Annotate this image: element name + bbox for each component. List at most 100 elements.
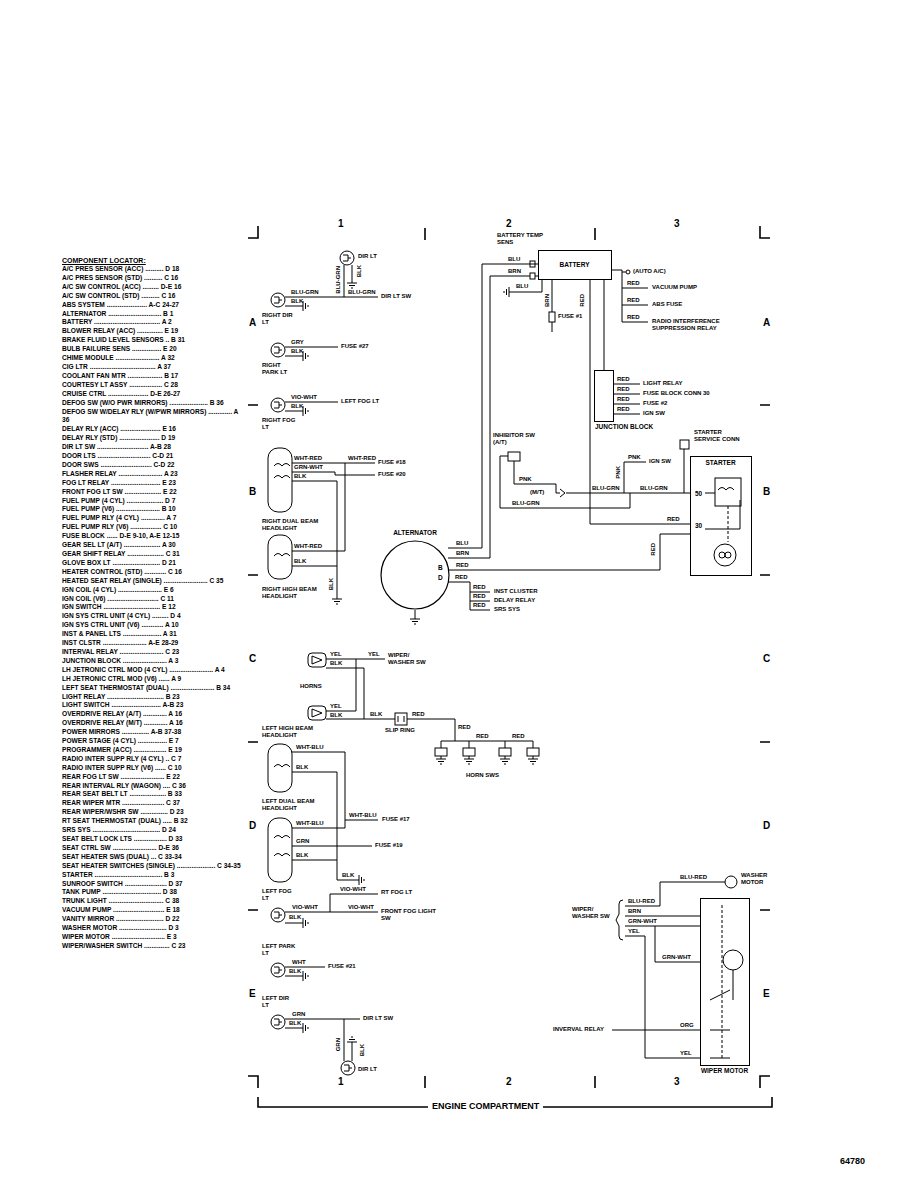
- wire-label: FUSE #27: [341, 343, 369, 350]
- wire-label: ORG: [680, 1022, 694, 1029]
- wire-label: BLU-GRN: [291, 289, 319, 296]
- locator-entry: SEAT HEATER SWS (DUAL) ... C 33-34: [62, 853, 244, 862]
- locator-entry: REAR WIPER MTR ....................... C…: [62, 799, 244, 808]
- wire-label: RED: [650, 543, 657, 556]
- wire-label: LEFT HIGH BEAM HEADLIGHT: [262, 725, 324, 739]
- wire-label: INVERVAL RELAY: [553, 1026, 604, 1033]
- wire-label: RED: [412, 711, 425, 718]
- locator-entry: IGN COIL (V6) ..........................…: [62, 595, 244, 604]
- starter-box: STARTER5030: [690, 456, 752, 576]
- wire: [612, 882, 725, 1058]
- locator-entry: LIGHT SWITCH ...........................…: [62, 701, 244, 710]
- lamp-symbol: [340, 251, 354, 265]
- wiper-motor-box: WIPER MOTOR: [700, 898, 750, 1066]
- wire-label: FUSE #18: [378, 459, 406, 466]
- wire-label: PNK: [519, 476, 532, 483]
- wire-label: WHT-BLU: [296, 820, 324, 827]
- wire-label: INHIBITOR SW (A/T): [493, 432, 537, 446]
- component-symbol: [268, 448, 292, 512]
- wire-label: DIR LT SW: [363, 1015, 393, 1022]
- wire-label: RIGHT FOG LT: [262, 417, 298, 431]
- wire-label: RED: [473, 584, 486, 591]
- ground-symbol: [464, 756, 474, 764]
- ground-symbol: [528, 756, 538, 764]
- locator-entry: WIPER/WASHER SWITCH .............. C 23: [62, 942, 244, 951]
- ground-symbol: [504, 287, 512, 297]
- wire-label: BRN: [456, 550, 469, 557]
- locator-entry: DOOR LTS ............................. C…: [62, 452, 244, 461]
- locator-entry: RADIO INTER SUPP RLY (4 CYL) .. C 7: [62, 755, 244, 764]
- wire: [500, 449, 740, 529]
- grid-marker: 3: [674, 218, 680, 230]
- wire-label: GRN: [296, 838, 309, 845]
- wire-label: BLU: [516, 283, 528, 290]
- wire-label: HORNS: [300, 683, 322, 690]
- ground-symbol: [436, 756, 446, 764]
- locator-entry: TANK PUMP ..............................…: [62, 888, 244, 897]
- wire-label: BLK: [289, 1020, 301, 1027]
- locator-entry: FRONT FOG LT SW .................... E 2…: [62, 488, 244, 497]
- wire-label: FUSE #2: [643, 400, 667, 407]
- wire-label: LEFT DUAL BEAM HEADLIGHT: [262, 798, 324, 812]
- locator-entry: WASHER MOTOR .......................... …: [62, 924, 244, 933]
- grid-marker: B: [249, 486, 256, 498]
- wire-label: FUSE BLOCK CONN 30: [643, 390, 710, 397]
- ground-symbol: [347, 1037, 357, 1045]
- locator-entry: TRUNK LIGHT ............................…: [62, 897, 244, 906]
- wire-label: GRN-WHT: [628, 918, 657, 925]
- component-symbol: [527, 748, 539, 756]
- component-symbol: [728, 506, 729, 542]
- locator-entry: OVERDRIVE RELAY (A/T) ............. A 16: [62, 710, 244, 719]
- locator-entry: POWER MIRRORS ............... A-B 37-38: [62, 728, 244, 737]
- grid-marker: 1: [338, 1076, 344, 1088]
- wire-label: STARTER SERVICE CONN: [694, 429, 748, 443]
- wire-label: RED: [627, 314, 640, 321]
- ground-symbol: [356, 875, 364, 885]
- wire-label: WHT-RED: [294, 543, 322, 550]
- wire-label: RIGHT PARK LT: [262, 362, 298, 376]
- grid-marker: 2: [506, 218, 512, 230]
- component-locator: COMPONENT LOCATOR:A/C PRES SENSOR (ACC) …: [62, 256, 244, 951]
- ground-symbol: [300, 280, 538, 1045]
- wire-label: WHT-BLU: [349, 812, 377, 819]
- wire-label: GRY: [291, 339, 304, 346]
- component-symbol: [714, 544, 736, 566]
- component-symbol: [508, 452, 520, 461]
- component-symbol: [499, 748, 511, 756]
- wire-label: BLU-GRN: [640, 485, 668, 492]
- wire-label: BLU-GRN: [592, 485, 620, 492]
- alternator-circle: ALTERNATORBD: [380, 540, 450, 610]
- wire-label: (M/T): [530, 489, 544, 496]
- grid-marker: 1: [338, 218, 344, 230]
- wire-label: IGN SW: [649, 458, 671, 465]
- wire-label: BLK: [359, 1044, 366, 1056]
- locator-entry: GLOVE BOX LT .......................... …: [62, 559, 244, 568]
- wire-label: BLK: [370, 711, 382, 718]
- locator-entry: PROGRAMMER (ACC) .................. E 19: [62, 746, 244, 755]
- locator-entry: GEAR SEL LT (A/T) .................... A…: [62, 541, 244, 550]
- ground-symbol: [500, 756, 510, 764]
- locator-entry: INST CLSTR ........................ A-E …: [62, 639, 244, 648]
- locator-entry: INTERVAL RELAY ........................ …: [62, 648, 244, 657]
- wire-label: RED: [617, 386, 630, 393]
- node-title: BATTERY: [560, 261, 590, 269]
- locator-entry: FLASHER RELAY ........................ A…: [62, 470, 244, 479]
- component-symbol: [626, 270, 630, 274]
- component-symbol: [398, 716, 404, 722]
- wire-label: VIO-WHT: [348, 904, 374, 911]
- wire-label: PNK: [615, 466, 622, 479]
- wire-label: LEFT FOG LT: [341, 398, 379, 405]
- wire-label: BRN: [544, 294, 551, 307]
- component-symbol: [435, 748, 447, 756]
- grid-marker: D: [249, 820, 256, 832]
- wire-label: LEFT DIR LT: [262, 995, 292, 1009]
- node-title: STARTER: [705, 459, 735, 467]
- grid-marker: C: [763, 653, 770, 665]
- locator-entry: A/C SW CONTROL (STD) .......... C 16: [62, 292, 244, 301]
- wire-label: DELAY RELAY: [494, 597, 535, 604]
- locator-entry: BATTERY ................................…: [62, 318, 244, 327]
- component-symbol: [268, 818, 292, 882]
- locator-entry: INST & PANEL LTS ..................... A…: [62, 630, 244, 639]
- component-symbol: [680, 440, 689, 449]
- wire-label: VIO-WHT: [292, 904, 318, 911]
